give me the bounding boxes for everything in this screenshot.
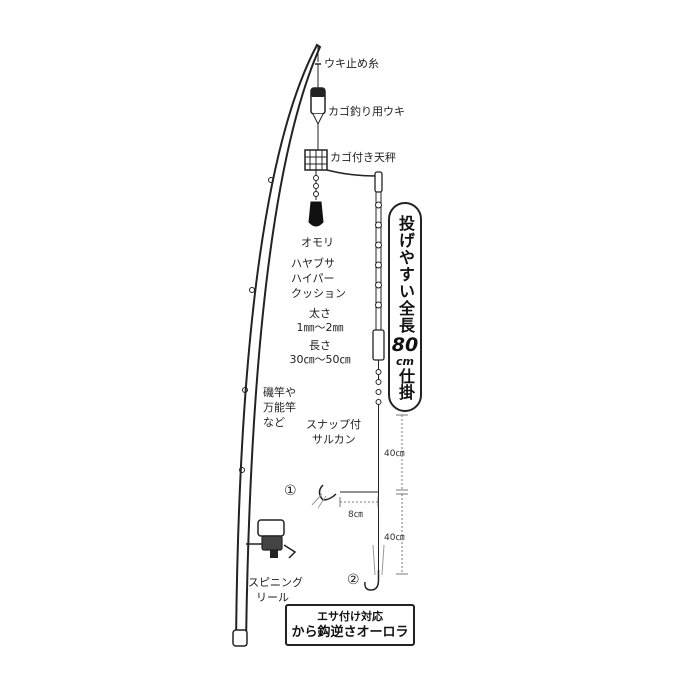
measure-branch: [339, 497, 379, 507]
tenbin-swivel: [374, 171, 383, 193]
measure-lower: [396, 493, 408, 575]
hook-callout: エサ付け対応 から鈎逆さオーロラ: [285, 604, 415, 646]
callout-text-2: 仕掛: [396, 367, 415, 400]
reel-label-1: スピニング: [248, 576, 303, 589]
thickness-label: 太さ: [309, 307, 331, 320]
kago-tenbin-label: カゴ付き天秤: [330, 151, 396, 164]
sinker-chain: [313, 170, 319, 200]
length-value: 30㎝〜50㎝: [289, 353, 351, 366]
callout-number: 80: [391, 333, 419, 356]
callout-text-1: 投げやすい全長: [396, 214, 415, 334]
hook-callout-line-2: から鈎逆さオーロラ: [291, 624, 409, 640]
rod-type-1: 磯竿や: [263, 386, 296, 399]
hook-callout-line-1: エサ付け対応: [317, 609, 383, 623]
reel-label-2: リール: [256, 591, 289, 604]
line-name-3: クッション: [291, 287, 346, 300]
total-length-callout: 投げやすい全長 80 cm 仕掛: [388, 202, 422, 412]
kago-float-label: カゴ釣り用ウキ: [328, 105, 405, 118]
snap-swivel-label-2: サルカン: [312, 433, 356, 446]
hook-2: [364, 544, 385, 591]
line-name-1: ハヤブサ: [291, 257, 335, 270]
kago-float: [310, 87, 326, 126]
hook-2-marker: ②: [347, 572, 360, 588]
hook-1-marker: ①: [284, 483, 297, 499]
measure-upper-label: 40㎝: [384, 449, 405, 459]
omori-label: オモリ: [301, 236, 334, 249]
measure-upper: [396, 414, 408, 491]
snap-swivel-label-1: スナップ付: [306, 418, 361, 431]
fishing-rod: [232, 43, 322, 647]
cushion-rubber: [375, 192, 382, 330]
length-label: 長さ: [309, 339, 331, 352]
rod-type-2: 万能竿: [263, 401, 296, 414]
omori-sinker: [308, 201, 324, 227]
rod-type-3: など: [263, 416, 285, 429]
thickness-value: 1㎜〜2㎜: [296, 321, 344, 334]
measure-branch-label: 8㎝: [348, 510, 363, 520]
measure-lower-label: 40㎝: [384, 533, 405, 543]
hook-1: [311, 484, 379, 509]
line-name-2: ハイパー: [291, 272, 335, 285]
kago-basket: [304, 149, 328, 171]
spinning-reel: [246, 519, 297, 559]
uki-stopper-label: ウキ止め糸: [324, 57, 379, 70]
snap-swivel: [372, 329, 385, 405]
callout-unit: cm: [396, 354, 414, 368]
tenbin-arm: [326, 169, 378, 177]
